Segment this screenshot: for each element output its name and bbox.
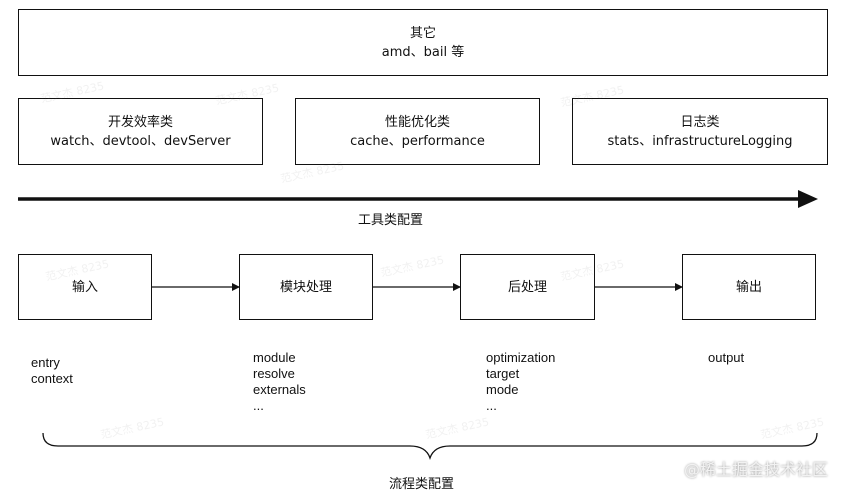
site-watermark: @稀土掘金技术社区 (683, 460, 828, 479)
flow-step-input: 输入 (18, 254, 152, 320)
tool-timeline-arrowhead (798, 190, 818, 208)
tool-config-label: 工具类配置 (358, 213, 424, 228)
flow-step-module: 模块处理 (239, 254, 373, 320)
config-item: resolve (253, 366, 295, 381)
logging-detail: stats、infrastructureLogging (607, 133, 793, 149)
module-config-list: module resolve externals ... (253, 350, 306, 414)
performance-box: 性能优化类 cache、performance (295, 98, 540, 165)
logging-box: 日志类 stats、infrastructureLogging (572, 98, 828, 165)
flow-step-output-label: 输出 (735, 279, 762, 295)
config-item: ... (253, 398, 264, 413)
other-config-detail: amd、bail 等 (381, 44, 465, 60)
config-item: externals (253, 382, 306, 397)
performance-title: 性能优化类 (384, 114, 450, 130)
config-item: mode (486, 382, 519, 397)
dev-efficiency-detail: watch、devtool、devServer (50, 133, 231, 149)
config-item: module (253, 350, 296, 365)
input-config-list: entry context (31, 355, 73, 387)
flow-config-label: 流程类配置 (389, 477, 455, 492)
other-config-title: 其它 (409, 25, 436, 41)
flow-step-output: 输出 (682, 254, 816, 320)
dev-efficiency-title: 开发效率类 (107, 114, 173, 130)
post-config-list: optimization target mode ... (486, 350, 555, 414)
config-item: output (708, 350, 745, 365)
performance-detail: cache、performance (350, 133, 485, 149)
config-item: optimization (486, 350, 556, 365)
config-item: ... (486, 398, 497, 413)
flow-brace (42, 432, 818, 461)
flow-step-module-label: 模块处理 (279, 279, 332, 295)
dev-efficiency-box: 开发效率类 watch、devtool、devServer (18, 98, 263, 165)
flow-step-post: 后处理 (460, 254, 595, 320)
config-item: target (486, 366, 520, 381)
flow-step-post-label: 后处理 (507, 279, 547, 295)
output-config-list: output (708, 350, 744, 366)
flow-step-input-label: 输入 (71, 279, 98, 295)
config-item: context (31, 371, 73, 386)
config-item: entry (31, 355, 60, 370)
other-config-box: 其它 amd、bail 等 (18, 9, 828, 76)
logging-title: 日志类 (680, 114, 720, 130)
